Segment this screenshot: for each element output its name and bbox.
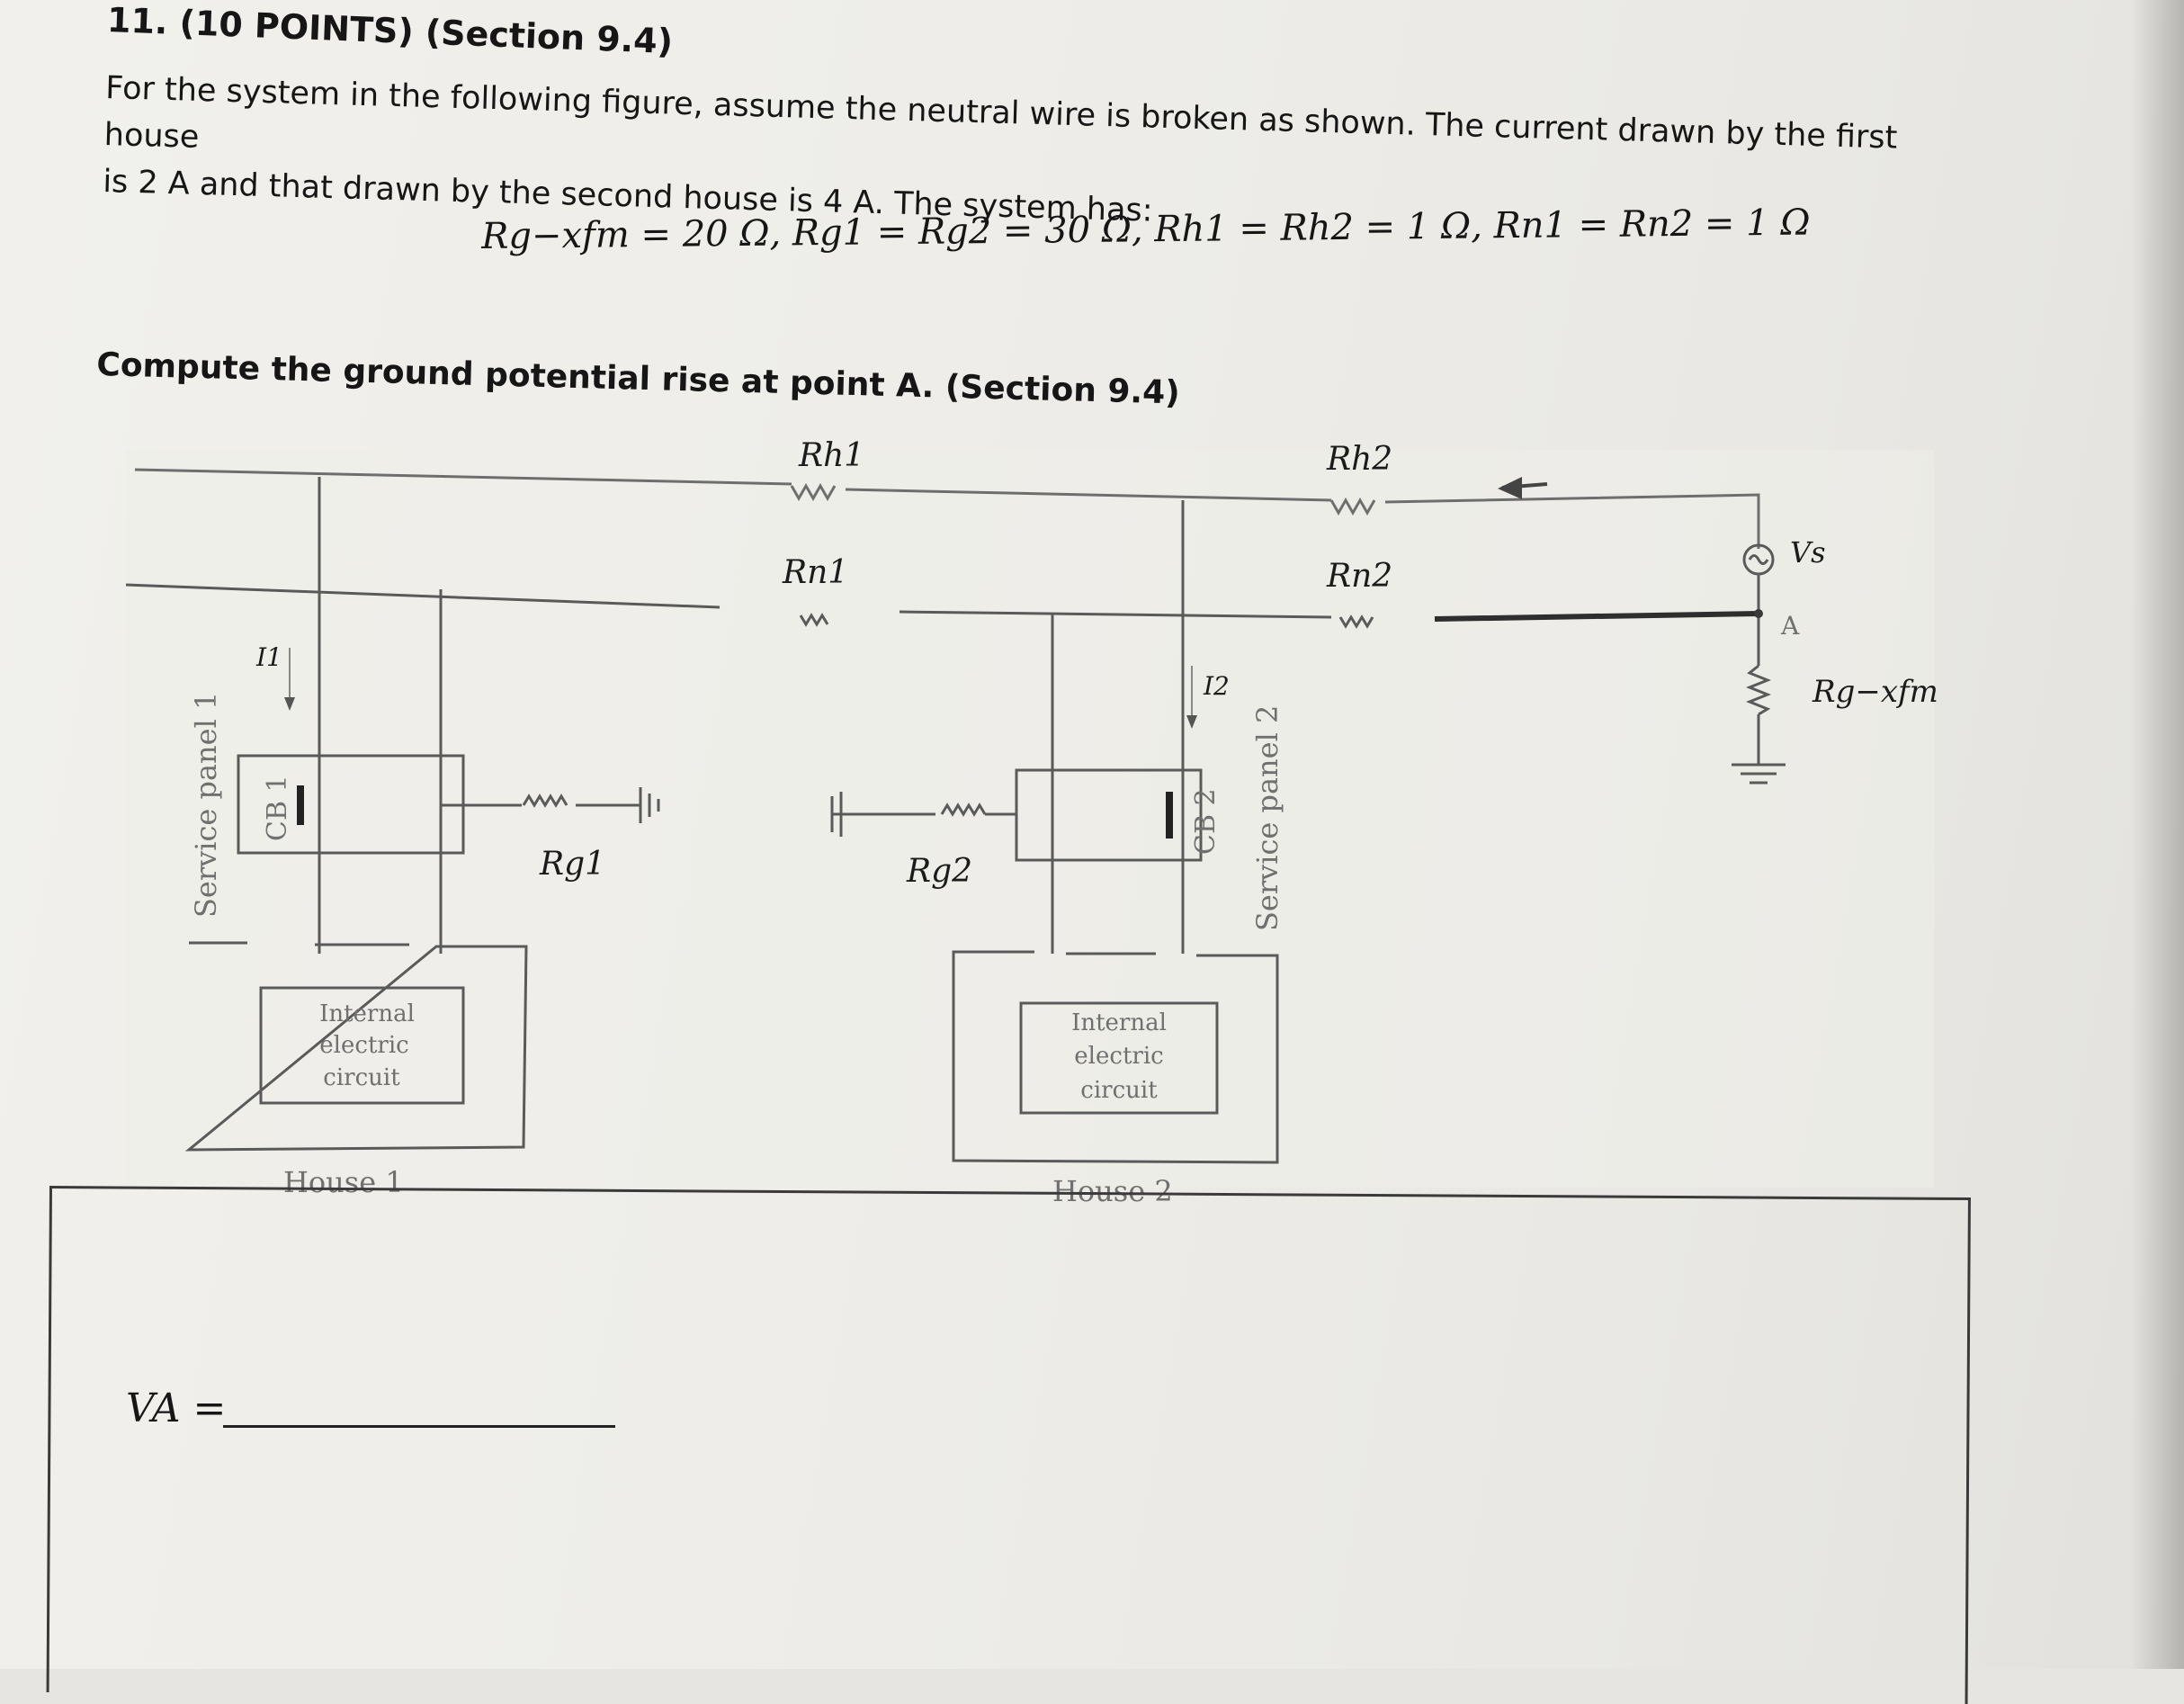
rg1-label: Rg1: [539, 846, 605, 883]
rn2-label: Rn2: [1326, 558, 1392, 595]
vs-label: Vs: [1790, 535, 1826, 569]
neutral-line: [125, 583, 1374, 629]
figure-background: [126, 450, 1934, 1188]
rg2-resistor: [940, 803, 987, 817]
rn1-label: Rn1: [782, 554, 848, 591]
cb2-switch: [1166, 792, 1173, 839]
page-edge-shadow: [2130, 0, 2184, 1669]
i1-arrow-head: [284, 697, 295, 711]
hot-line: [134, 468, 1760, 549]
neutral-thick-segment: [1434, 611, 1759, 622]
rg2-label: Rg2: [906, 853, 972, 890]
point-a-label: A: [1780, 611, 1800, 641]
rgxfm-label: Rg−xfm: [1812, 674, 1938, 710]
rgxfm-resistor: [1745, 664, 1772, 716]
house-2-wiring: [830, 500, 1279, 1164]
internal-circuit-1-line-3: circuit: [323, 1064, 400, 1091]
internal-circuit-1-line-2: electric: [319, 1032, 408, 1059]
circuit-figure: Rh1 Rh2 Rn1 Rn2 Rg1 Rg2 Rg−xfm Vs A I1 I…: [125, 437, 1938, 1208]
cb2-label: CB 2: [1190, 788, 1222, 855]
i1-label: I1: [255, 642, 282, 672]
source-vs: [1732, 543, 1786, 785]
internal-circuit-2-line-1: Internal: [1071, 1009, 1167, 1036]
cb1-label: CB 1: [262, 775, 293, 841]
internal-circuit-2-line-2: electric: [1074, 1043, 1163, 1070]
rg1-resistor: [522, 794, 568, 808]
house-2-label: House 2: [1052, 1174, 1173, 1208]
point-a-node: [1754, 609, 1763, 618]
current-arrow-head: [1498, 477, 1522, 499]
answer-box: [46, 1186, 1971, 1704]
house-1-outline: [184, 941, 528, 1152]
answer-blank[interactable]: [223, 1425, 615, 1428]
answer-label: VA =: [126, 1386, 227, 1431]
internal-circuit-1-line-1: Internal: [319, 1000, 415, 1027]
internal-circuit-2-box: [1019, 1001, 1219, 1115]
service-panel-1-label: Service panel 1: [189, 692, 223, 918]
house-1-label: House 1: [283, 1165, 404, 1199]
rh2-resistor: [1329, 497, 1376, 516]
rn2-resistor: [1338, 614, 1374, 629]
i2-arrow-head: [1186, 715, 1197, 729]
house-1-wiring: [184, 477, 660, 1152]
rh1-resistor: [790, 482, 837, 502]
service-panel-2-label: Service panel 2: [1250, 705, 1284, 931]
rh2-label: Rh2: [1326, 441, 1392, 478]
house-2-outline: [952, 950, 1279, 1164]
rh1-label: Rh1: [798, 437, 864, 474]
i2-label: I2: [1203, 671, 1230, 701]
cb1-switch: [297, 785, 304, 825]
internal-circuit-1-box: [259, 986, 465, 1105]
internal-circuit-2-line-3: circuit: [1080, 1077, 1158, 1104]
rn1-resistor: [799, 613, 829, 627]
